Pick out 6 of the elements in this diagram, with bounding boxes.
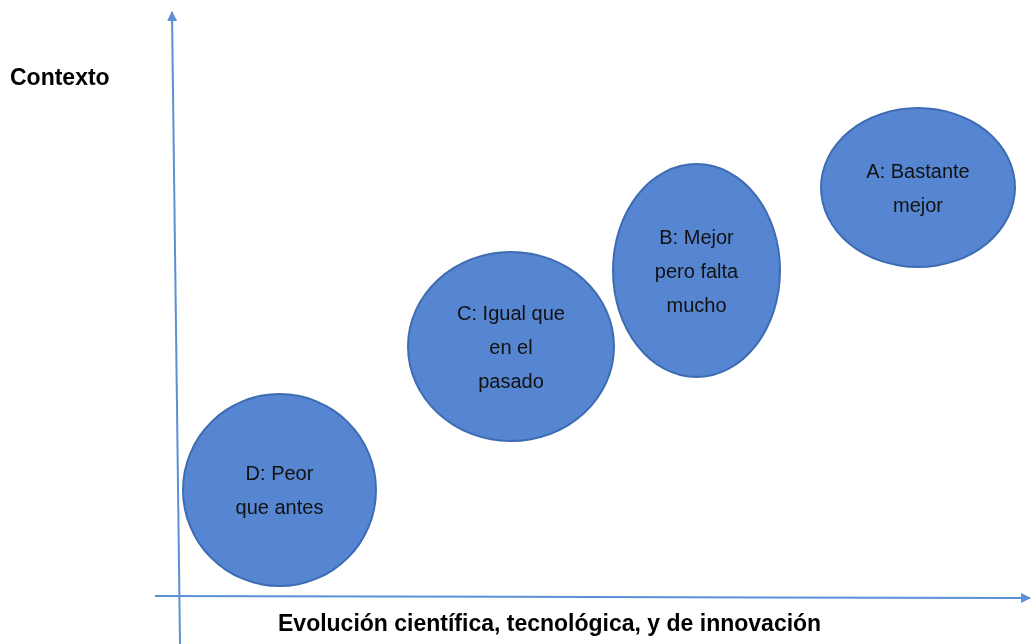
node-label: D: Peor que antes — [234, 461, 325, 520]
node-label: B: Mejor pero falta mucho — [653, 224, 740, 318]
y-axis-label: Contexto — [10, 64, 110, 91]
x-axis-label: Evolución científica, tecnológica, y de innovación — [278, 610, 822, 637]
node-label: C: Igual que en el pasado — [456, 300, 566, 394]
node-label: A: Bastante mejor — [865, 158, 971, 218]
